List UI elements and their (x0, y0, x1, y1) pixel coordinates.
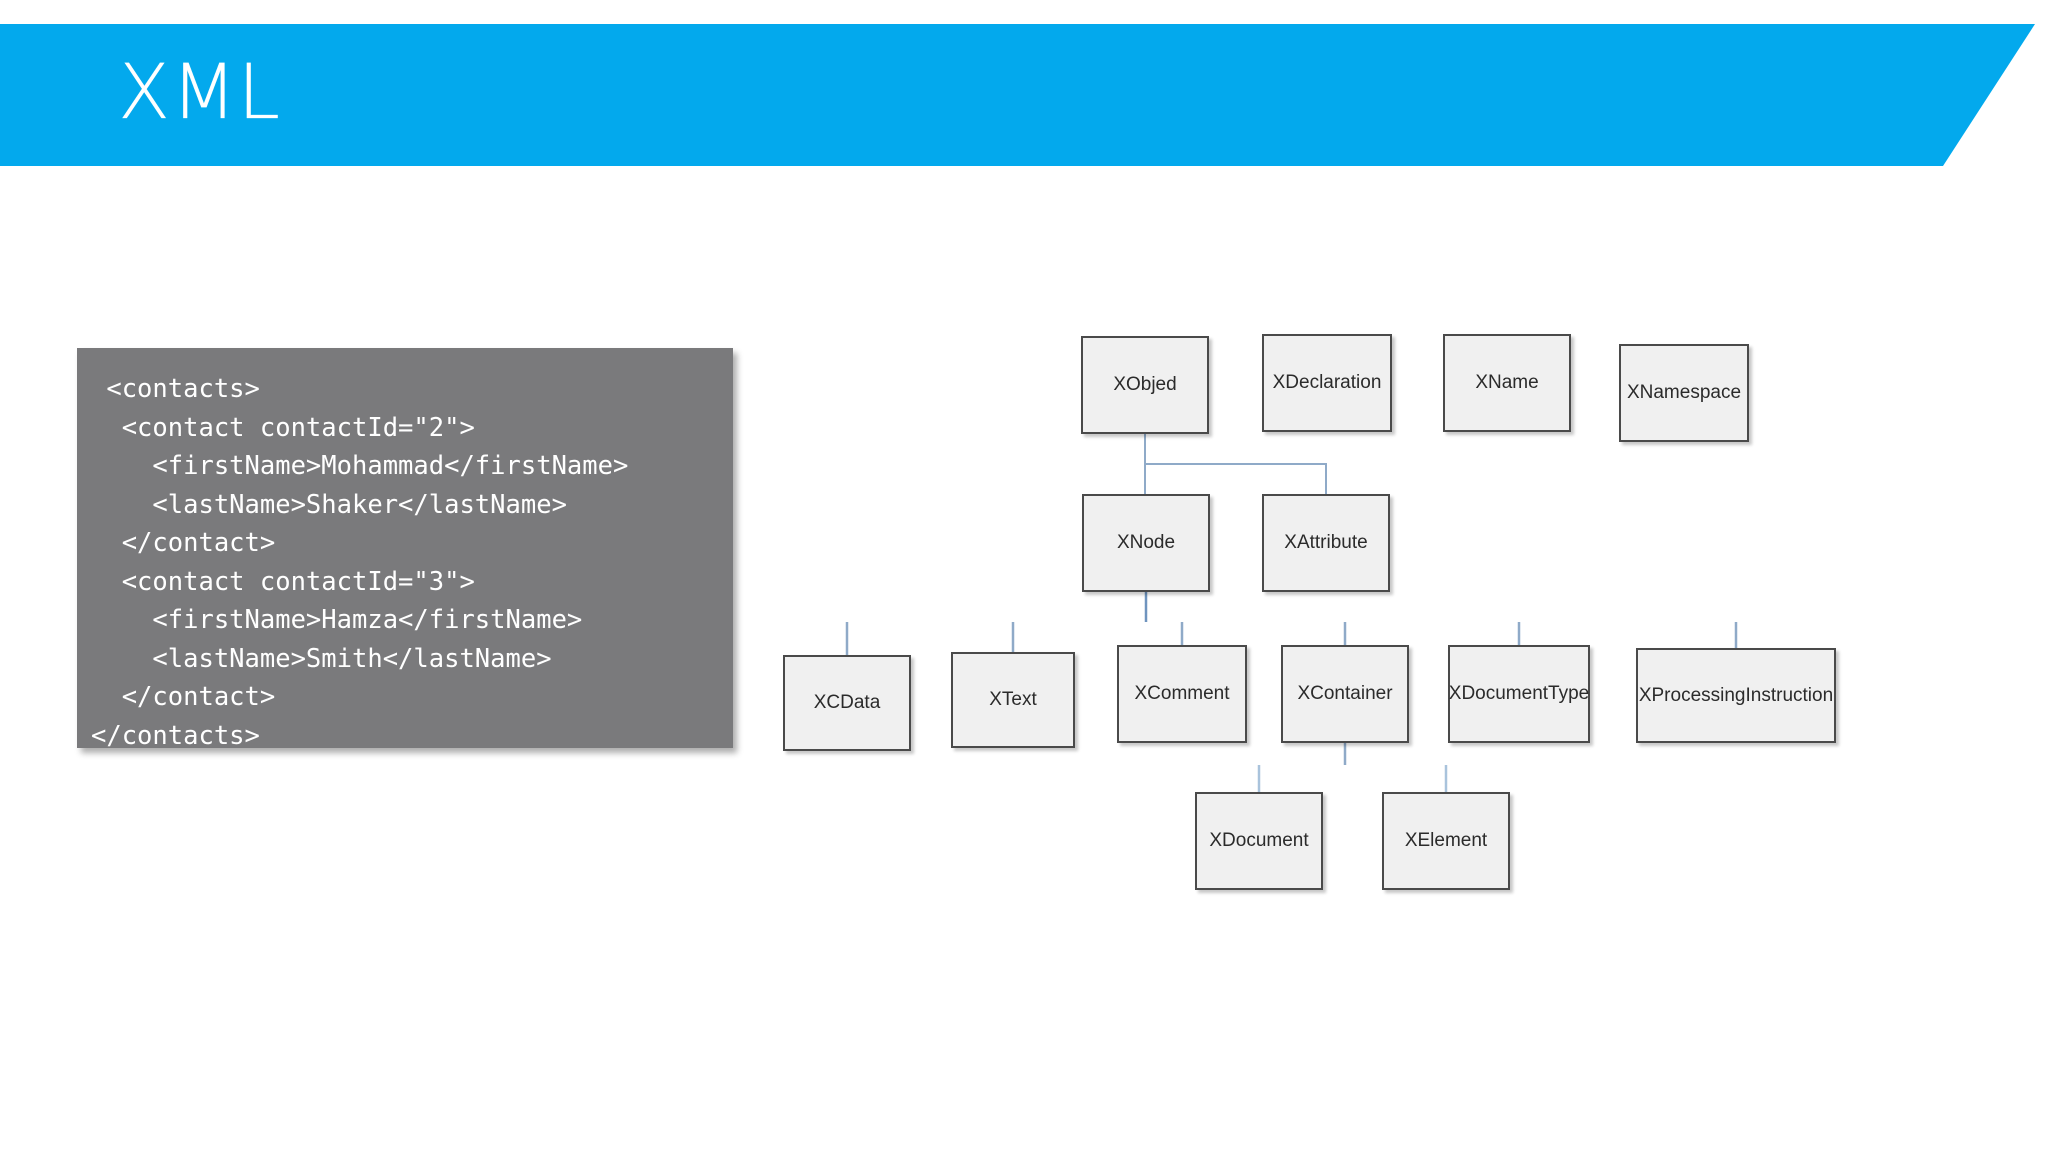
edge-xobjed-children (1144, 434, 1327, 494)
class-node-label: XDocument (1209, 830, 1309, 851)
class-node-label: XProcessingInstruction (1638, 684, 1834, 706)
class-node-xelem[interactable]: XElement (1382, 792, 1510, 890)
edge-xcontainer-children (1257, 743, 1448, 792)
class-node-label: XNode (1116, 532, 1176, 553)
class-node-xnode[interactable]: XNode (1082, 494, 1210, 592)
class-node-xobjed[interactable]: XObjed (1081, 336, 1209, 434)
class-node-label: XCData (813, 692, 881, 713)
class-node-xtext[interactable]: XText (951, 652, 1075, 748)
class-node-xdoc[interactable]: XDocument (1195, 792, 1323, 890)
class-node-label: XContainer (1297, 683, 1393, 704)
class-node-label: XObjed (1113, 374, 1177, 395)
page-title: XML (118, 47, 281, 136)
title-banner (0, 24, 2035, 166)
class-node-xns[interactable]: XNamespace (1619, 344, 1749, 442)
class-node-label: XDocumentType (1448, 683, 1590, 704)
class-node-label: XComment (1134, 683, 1230, 704)
class-node-label: XDeclaration (1272, 372, 1382, 393)
class-node-label: XElement (1404, 830, 1488, 851)
class-node-label: XAttribute (1284, 532, 1368, 553)
xml-code-text: <contacts> <contact contactId="2"> <firs… (91, 374, 629, 751)
class-node-label: XNamespace (1626, 382, 1742, 403)
xml-code-block: <contacts> <contact contactId="2"> <firs… (77, 348, 733, 751)
class-node-xcdata[interactable]: XCData (783, 655, 911, 751)
class-node-xpi[interactable]: XProcessingInstruction (1636, 648, 1836, 743)
class-node-label: XText (989, 689, 1037, 710)
class-node-xcont[interactable]: XContainer (1281, 645, 1409, 743)
class-node-label: XName (1475, 372, 1539, 393)
class-node-xcomment[interactable]: XComment (1117, 645, 1247, 743)
class-node-xattr[interactable]: XAttribute (1262, 494, 1390, 592)
class-node-xdecl[interactable]: XDeclaration (1262, 334, 1392, 432)
class-node-xname[interactable]: XName (1443, 334, 1571, 432)
class-node-xdoctype[interactable]: XDocumentType (1448, 645, 1590, 743)
